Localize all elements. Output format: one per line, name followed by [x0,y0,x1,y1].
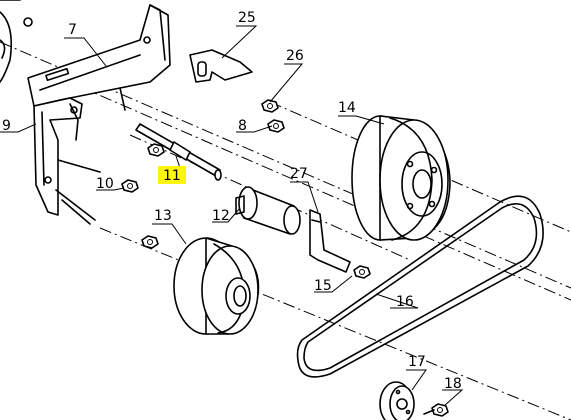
highlight-11 [158,166,186,184]
callout-14: 14 [338,100,356,116]
part-26-nut [261,99,279,113]
callout-8: 8 [238,118,247,134]
callout-13: 13 [154,208,172,224]
callout-10: 10 [96,176,114,192]
part-27-bracket [309,209,351,273]
callout-18: 18 [444,376,462,392]
part-18-bolt [423,403,449,417]
callout-16: 16 [396,294,414,310]
callout-17: 17 [408,354,426,370]
callout-11: 11 [163,168,181,184]
part-17-flange [379,381,415,420]
part-16-belt [296,195,544,378]
leader-lines [0,25,464,407]
callout-labels: 7 25 26 8 14 9 11 27 10 12 13 15 16 17 1… [2,10,462,392]
nut-near-11 [147,143,165,157]
part-11-shaft [135,123,222,181]
nut-near-13 [141,235,159,249]
callout-15: 15 [314,278,332,294]
part-12-roller [235,186,301,235]
part-13-pulley [173,237,260,335]
housing-fragment [0,0,33,83]
callout-27: 27 [290,166,308,182]
part-25-bracket [189,49,253,83]
callout-12: 12 [212,208,230,224]
callout-9: 9 [2,118,11,134]
part-8-washer [267,119,285,133]
callout-26: 26 [286,48,304,64]
callout-25: 25 [238,10,256,26]
callout-7: 7 [68,22,77,38]
part-15-nut [353,265,371,279]
fasteners [121,99,449,417]
part-10-nut [121,179,139,193]
part-9-arm [33,97,101,225]
part-14-pulley [351,115,451,241]
